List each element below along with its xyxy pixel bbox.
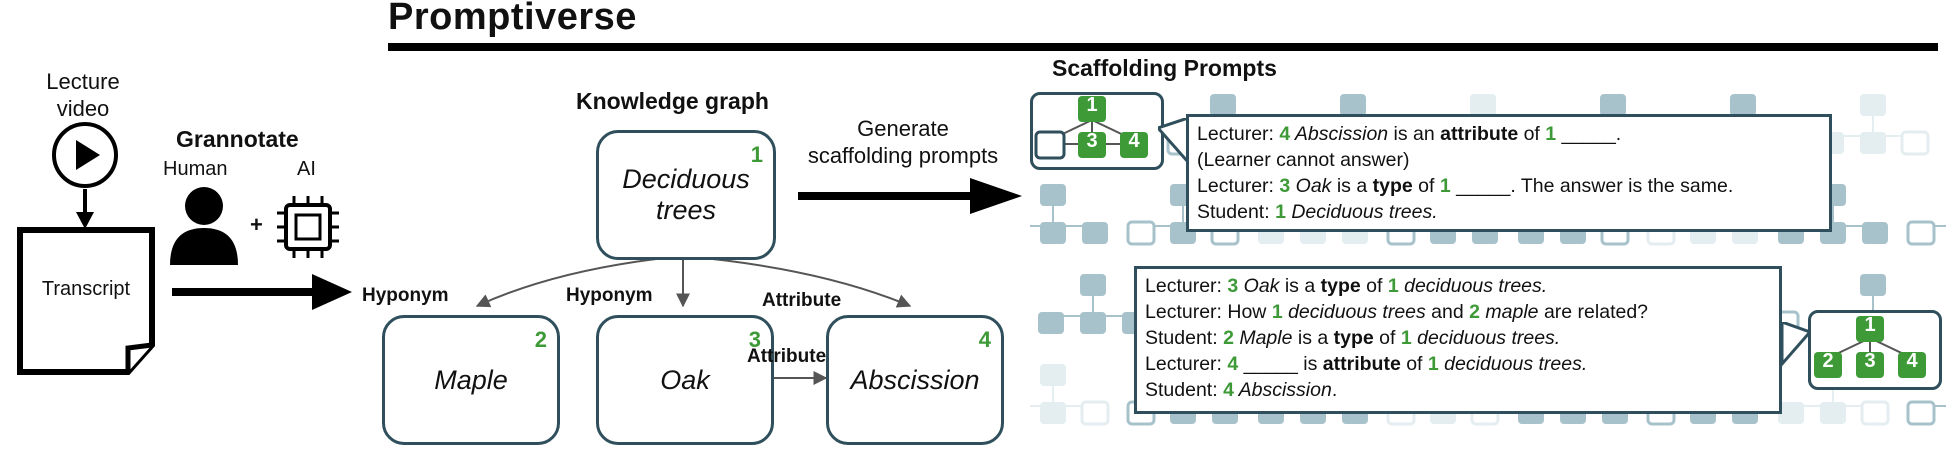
- bg-tree-node: [1778, 402, 1804, 424]
- scaffolding-title: Scaffolding Prompts: [1052, 55, 1277, 81]
- bg-tree-node: [1900, 130, 1930, 156]
- prompt-line: Student: 1 Deciduous trees.: [1197, 201, 1438, 223]
- mini-subgraph-1-graph: [1034, 96, 1148, 160]
- kg-node-2[interactable]: 2 Maple: [382, 315, 560, 445]
- human-label: Human: [163, 158, 228, 180]
- grannotate-title: Grannotate: [176, 126, 299, 152]
- edge-label-attribute-2: Attribute: [747, 346, 827, 367]
- bg-tree-node: [1080, 312, 1106, 334]
- bg-tree-node: [1906, 220, 1936, 246]
- generate-label: Generate scaffolding prompts: [807, 116, 999, 168]
- page-title: Promptiverse: [388, 0, 637, 38]
- prompt-line: Student: 4 Abscission.: [1145, 379, 1338, 401]
- chip-icon: [277, 196, 339, 258]
- bg-tree-node: [1860, 400, 1890, 426]
- bg-tree-node: [1040, 184, 1066, 206]
- left-graphics: [17, 122, 352, 375]
- prompt-line: Lecturer: 4 _____ is attribute of 1 deci…: [1145, 353, 1588, 375]
- bg-tree-node: [1082, 222, 1108, 244]
- prompt-line: (Learner cannot answer): [1197, 149, 1410, 171]
- bg-tree-node: [1040, 364, 1066, 386]
- kg-node-4[interactable]: 4 Abscission: [826, 315, 1004, 445]
- person-icon: [170, 187, 238, 265]
- bg-tree-node: [1860, 132, 1886, 154]
- edge-label-hyponym-1: Hyponym: [362, 285, 449, 306]
- callout-pointer-1: [1158, 118, 1188, 165]
- bg-tree-node: [1080, 400, 1110, 426]
- bg-tree-node: [1860, 94, 1886, 116]
- ai-label: AI: [297, 158, 316, 180]
- bg-tree-node: [1126, 220, 1156, 246]
- bg-tree-node: [1080, 274, 1106, 296]
- prompt-box-2: Lecturer: 3 Oak is a type of 1 deciduous…: [1134, 266, 1782, 414]
- bg-tree-node: [1040, 222, 1066, 244]
- bg-tree-node: [1038, 312, 1064, 334]
- bg-tree-node: [1860, 274, 1886, 296]
- title-rule: [388, 43, 1938, 51]
- video-label: Lecture video: [46, 69, 120, 121]
- plus-sign: +: [250, 212, 263, 237]
- prompt-box-1: Lecturer: 4 Abscission is an attribute o…: [1186, 114, 1832, 232]
- transcript-label: Transcript: [41, 278, 131, 300]
- prompt-line: Lecturer: How 1 deciduous trees and 2 ma…: [1145, 301, 1649, 323]
- bg-tree-node: [1210, 94, 1236, 116]
- prompt-line: Lecturer: 4 Abscission is an attribute o…: [1197, 123, 1622, 145]
- bg-tree-node: [1040, 402, 1066, 424]
- kg-title: Knowledge graph: [576, 88, 769, 114]
- prompt-line: Lecturer: 3 Oak is a type of 1 deciduous…: [1145, 275, 1548, 297]
- kg-node-3[interactable]: 3 Oak: [596, 315, 774, 445]
- edge-label-attribute-1: Attribute: [762, 290, 842, 311]
- bg-tree-node: [1730, 94, 1756, 116]
- prompt-line: Student: 2 Maple is a type of 1 deciduou…: [1145, 327, 1561, 349]
- mini-subgraph-2-graph: [1814, 316, 1926, 378]
- bg-tree-node: [1820, 402, 1846, 424]
- edge-label-hyponym-2: Hyponym: [566, 285, 653, 306]
- callout-pointer-2: [1782, 322, 1810, 367]
- bg-tree-node: [1470, 94, 1496, 116]
- bg-tree-node: [1862, 222, 1888, 244]
- bg-tree-node: [1600, 94, 1626, 116]
- bg-tree-node: [1906, 400, 1936, 426]
- bg-tree-node: [1340, 94, 1366, 116]
- prompt-line: Lecturer: 3 Oak is a type of 1 _____. Th…: [1197, 175, 1734, 197]
